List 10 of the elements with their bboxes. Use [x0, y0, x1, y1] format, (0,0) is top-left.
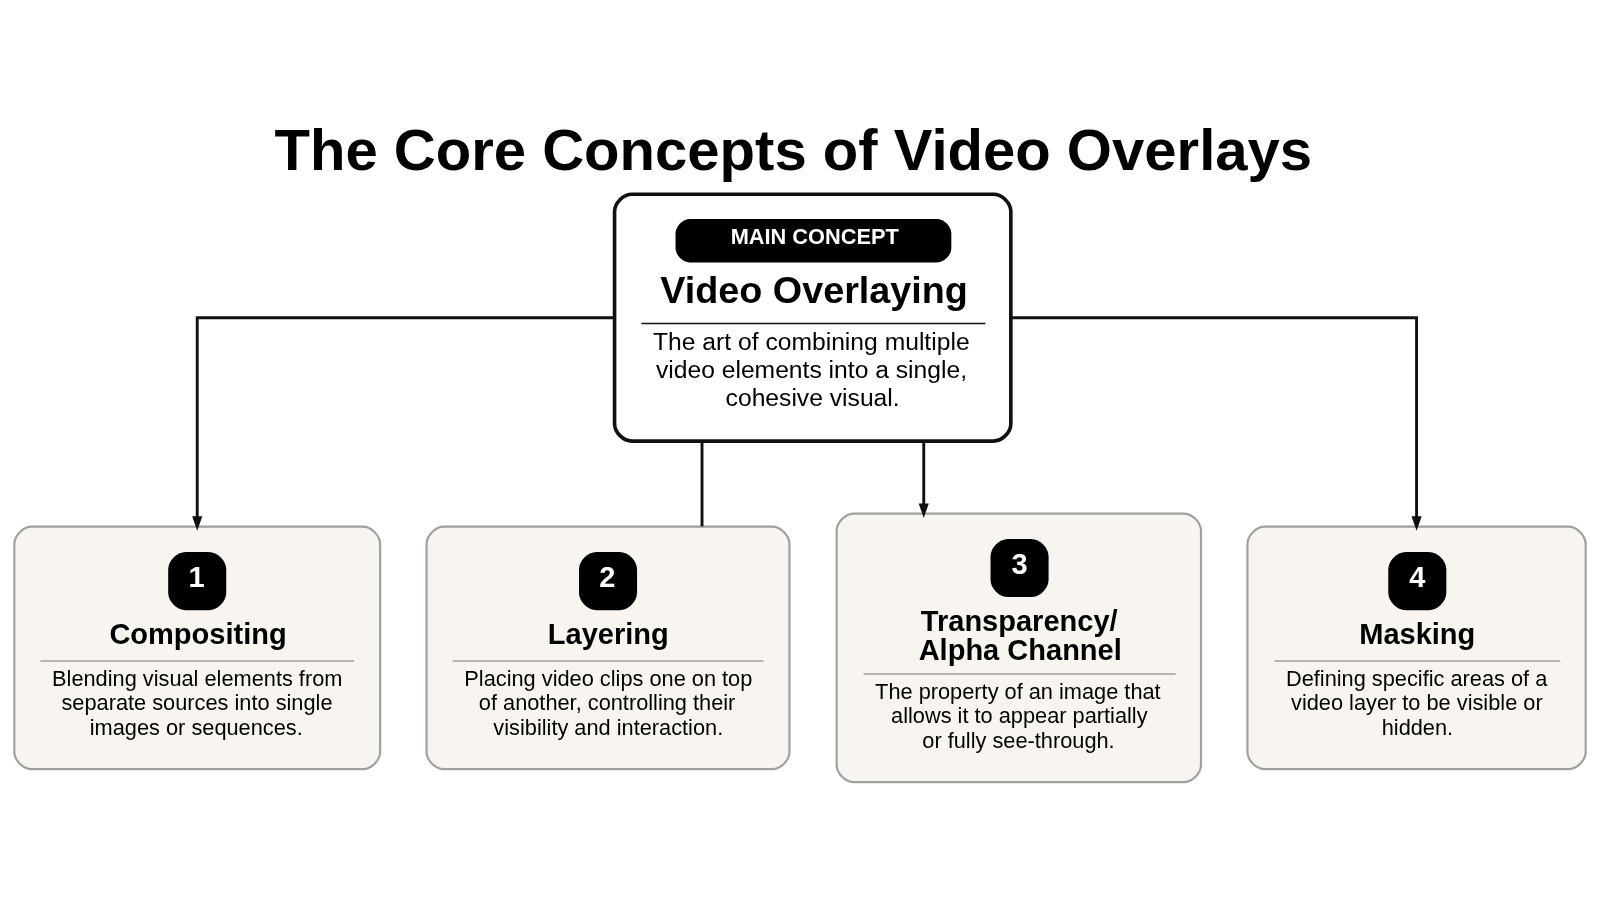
- connector: [700, 440, 704, 526]
- arrow: [192, 315, 615, 531]
- node-box: 1 Compositing Blending visual elements from separate sources into single images or sequences.: [13, 525, 382, 770]
- arrow: [918, 440, 929, 518]
- node-box: 4 Masking Defining specific areas of a video layer to be visible or hidden.: [1246, 525, 1587, 770]
- node-box: 3 Transparency/ Alpha Channel The property of an image that allows it to appear partially or fully see-through.: [835, 512, 1203, 783]
- node-box: 2 Layering Placing video clips one on top of another, controlling their visibility and interaction.: [425, 525, 791, 770]
- arrow: [1010, 315, 1422, 531]
- diagram-title: The Core Concepts of Video Overlays: [274, 116, 1313, 182]
- node-box: MAIN CONCEPT Video Overlaying The art of combining multiple video elements into a single, cohesive visual.: [612, 191, 1013, 443]
